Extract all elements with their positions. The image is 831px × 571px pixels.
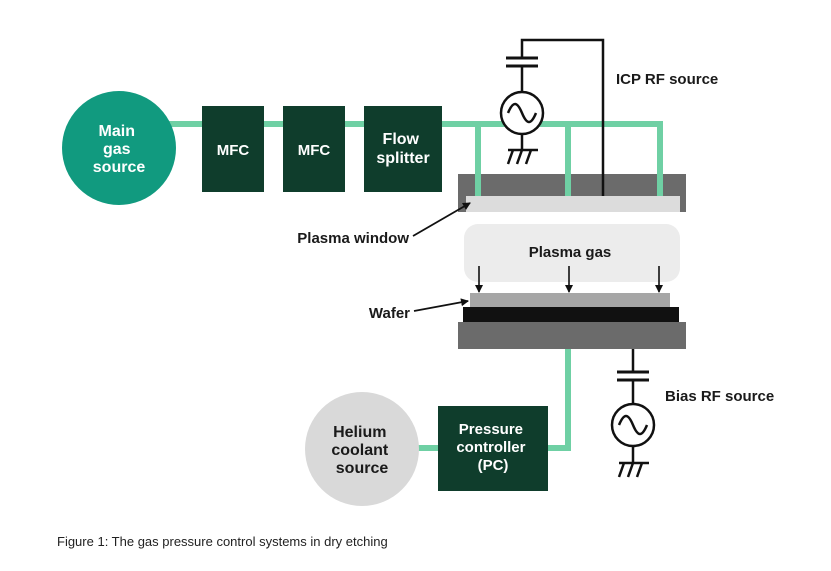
icp-rf-circuit bbox=[499, 38, 605, 176]
plasma-gas-region bbox=[464, 224, 680, 282]
main-gas-source-label: Main gas source bbox=[93, 123, 146, 176]
helium-line-chuck bbox=[548, 349, 571, 451]
main-gas-source-circle bbox=[62, 91, 176, 205]
mfc-label-1: MFC bbox=[217, 142, 250, 159]
icp-ground-hatch-1 bbox=[506, 149, 515, 165]
flow-splitter-label: Flow splitter bbox=[376, 131, 429, 167]
wafer bbox=[470, 293, 670, 307]
helium-coolant-source-circle bbox=[305, 392, 419, 506]
icp-sine-wave-icon bbox=[506, 102, 538, 124]
electrostatic-chuck bbox=[463, 307, 679, 322]
lower-chamber-base bbox=[458, 322, 686, 349]
icp-rf-feed-wire bbox=[520, 38, 605, 176]
bias-ground-hatch-2 bbox=[626, 462, 635, 478]
plasma-window-label: Plasma window bbox=[297, 230, 409, 247]
icp-ground-hatch-3 bbox=[524, 149, 533, 165]
mfc-box-1 bbox=[202, 106, 264, 192]
figure-caption: Figure 1: The gas pressure control syste… bbox=[57, 534, 388, 549]
pressure-controller-box bbox=[438, 406, 548, 491]
plasma-gas-label: Plasma gas bbox=[529, 244, 612, 261]
wafer-label: Wafer bbox=[369, 305, 410, 322]
bias-ground-hatch-1 bbox=[617, 462, 626, 478]
icp-ground-hatch-2 bbox=[515, 149, 524, 165]
helium-coolant-source-label: Helium coolant source bbox=[331, 424, 392, 477]
plasma-window-pointer bbox=[412, 202, 471, 237]
bias-ground-hatch-3 bbox=[635, 462, 644, 478]
icp-rf-source-label: ICP RF source bbox=[616, 71, 718, 88]
bias-rf-circuit bbox=[610, 349, 656, 478]
pressure-controller-label: Pressure controller (PC) bbox=[456, 421, 529, 474]
mfc-label-2: MFC bbox=[298, 142, 331, 159]
wafer-pointer bbox=[413, 298, 469, 312]
gas-inlets bbox=[475, 174, 663, 196]
plasma-flow-arrows bbox=[475, 266, 663, 293]
bias-rf-source-label: Bias RF source bbox=[665, 388, 774, 405]
plasma-window bbox=[466, 196, 680, 212]
mfc-box-2 bbox=[283, 106, 345, 192]
flow-splitter-box bbox=[364, 106, 442, 192]
bias-sine-wave-icon bbox=[617, 414, 649, 436]
